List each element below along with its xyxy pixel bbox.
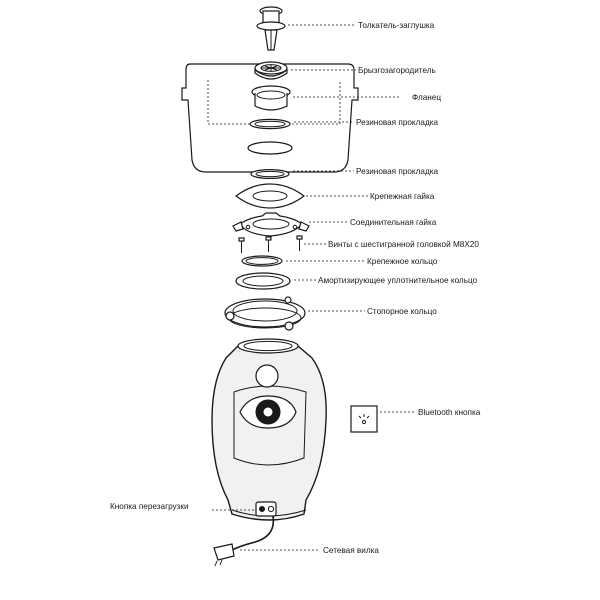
outlet-port-inner (263, 407, 273, 417)
touch-tap-icon (358, 414, 370, 425)
reset-button-part (255, 501, 277, 517)
label-connecting-nut: Соединительная гайка (350, 218, 437, 227)
connecting-nut (232, 212, 310, 237)
power-cord (213, 515, 275, 567)
label-reset-button: Кнопка перезагрузки (110, 502, 189, 511)
pusher-plug (256, 6, 286, 51)
label-bluetooth-button: Bluetooth кнопка (418, 408, 481, 417)
label-splash-guard: Брызгозагородитель (358, 66, 436, 75)
splash-guard (254, 61, 288, 80)
label-damping-ring: Амортизирующее уплотнительное кольцо (318, 276, 478, 285)
sink (181, 63, 359, 173)
bluetooth-button-box (350, 405, 378, 433)
mounting-nut (234, 183, 306, 209)
label-hex-screws: Винты с шестигранной головкой M8X20 (328, 240, 479, 249)
sink-drain-hole (247, 141, 293, 155)
label-flange: Фланец (412, 93, 441, 102)
indicator-window (255, 364, 279, 388)
flange (251, 85, 291, 111)
mounting-ring (241, 255, 283, 267)
label-mounting-nut: Крепежная гайка (370, 192, 435, 201)
labels: Толкатель-заглушка Брызгозагородитель Фл… (110, 21, 481, 555)
label-power-plug: Сетевая вилка (323, 546, 379, 555)
label-mounting-ring: Крепежное кольцо (367, 257, 438, 266)
label-pusher-plug: Толкатель-заглушка (358, 21, 435, 30)
damping-ring (235, 272, 291, 290)
hex-screws (238, 235, 303, 253)
label-rubber-gasket-2: Резиновая прокладка (356, 167, 438, 176)
rubber-gasket-2 (250, 169, 290, 180)
retaining-ring (224, 296, 306, 331)
hex-screw (238, 237, 245, 253)
label-rubber-gasket-1: Резиновая прокладка (356, 118, 438, 127)
rubber-gasket-1 (249, 118, 291, 130)
leader-lines (212, 24, 415, 551)
hex-screw (296, 235, 303, 251)
disposer-body (211, 338, 327, 521)
hex-screw (265, 236, 272, 252)
label-retaining-ring: Стопорное кольцо (367, 307, 437, 316)
